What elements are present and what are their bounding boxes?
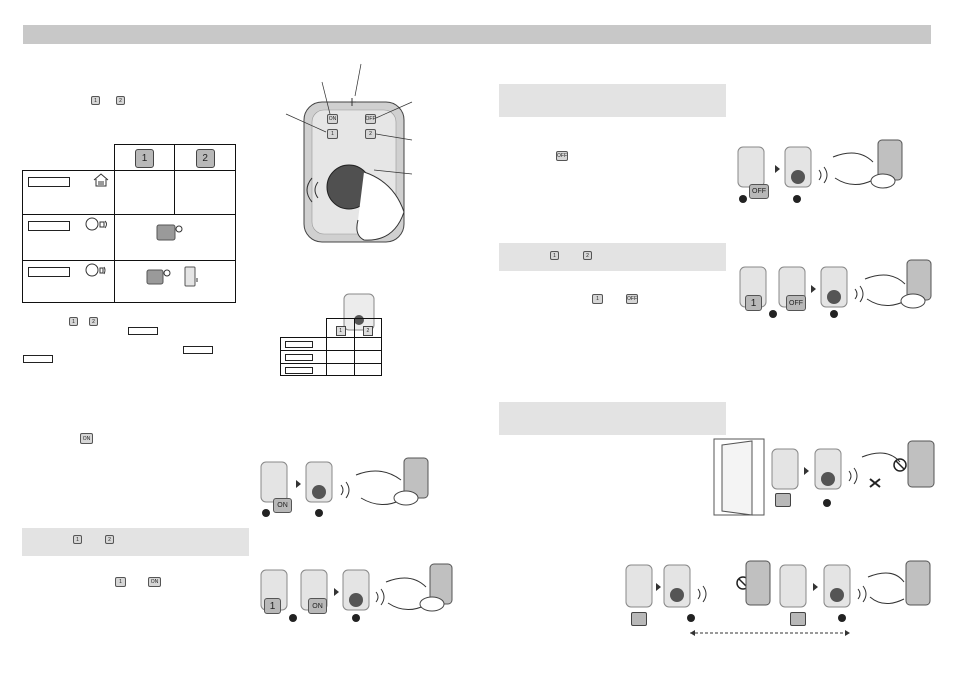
- step-dot-c2: [793, 195, 801, 203]
- step-dot-a2: [315, 509, 323, 517]
- section-band-left: [22, 528, 249, 556]
- key-on-inline: ON: [80, 433, 93, 444]
- key-2-note: 2: [89, 317, 98, 326]
- header-bar: [23, 25, 931, 44]
- table-row-1-label: [22, 170, 115, 215]
- key-on-step: ON: [148, 577, 161, 587]
- repeat-step-key-2: [790, 612, 806, 626]
- step-off-key: OFF: [749, 184, 769, 199]
- section-band-right-3: [499, 402, 726, 435]
- repeat-dot-1: [687, 614, 695, 622]
- house-icon: [93, 173, 109, 187]
- key-1-note: 1: [69, 317, 78, 326]
- step-on-key-b: ON: [308, 598, 327, 614]
- section-band-right-1: [499, 84, 726, 117]
- repeat-sequence-illustration: [625, 560, 931, 636]
- mini-mode-box-3: [285, 367, 313, 374]
- step-dot-d1: [769, 310, 777, 318]
- remote-on-button: ON: [327, 114, 338, 124]
- key-1-inline-right: 1: [592, 294, 603, 304]
- key-2-inline: 2: [116, 96, 125, 105]
- door-step-dot: [823, 499, 831, 507]
- sequence-off-illustration: [737, 139, 903, 189]
- key-off-inline-right: OFF: [626, 294, 638, 304]
- step-dot-b1: [289, 614, 297, 622]
- step-on-key: ON: [273, 498, 292, 513]
- step-1-key: 1: [264, 598, 281, 614]
- mode-box-note-1: [128, 327, 158, 335]
- remote-illustration: [285, 63, 413, 243]
- sos-siren-small-icon: [85, 263, 106, 277]
- mini-table: 1 2: [279, 318, 383, 376]
- step-dot-c1: [739, 195, 747, 203]
- zone-table: 1 2: [22, 144, 237, 303]
- section-band-right-2: [499, 243, 726, 271]
- mode-box-2: [28, 221, 70, 231]
- key-1-step: 1: [115, 577, 126, 587]
- table-key-2: 2: [195, 148, 215, 168]
- door-sequence-illustration: [713, 438, 935, 516]
- step-off-key-c: OFF: [786, 295, 806, 311]
- band-key-1: 1: [73, 535, 82, 544]
- mini-mode-box-1: [285, 341, 313, 348]
- remote-1-button: 1: [327, 129, 338, 139]
- step-dot-d2: [830, 310, 838, 318]
- step-dot-a1: [262, 509, 270, 517]
- sequence-1-off-illustration: [739, 259, 932, 309]
- band-right-key-2: 2: [583, 251, 592, 260]
- table-row-2-label: [22, 214, 115, 261]
- mini-mode-box-2: [285, 354, 313, 361]
- table-key-1: 1: [135, 148, 155, 168]
- band-key-2: 2: [105, 535, 114, 544]
- mode-box-note-3: [23, 355, 53, 363]
- mode-box-1: [28, 177, 70, 187]
- repeat-dot-2: [838, 614, 846, 622]
- key-off-inline: OFF: [556, 151, 568, 161]
- mini-table-key-2: 2: [362, 326, 373, 336]
- door-step-key: [775, 493, 791, 507]
- indoor-siren-icon: [156, 224, 183, 241]
- remote-2-button: 2: [365, 129, 376, 139]
- remote-off-button: OFF: [365, 114, 376, 124]
- mode-box-3: [28, 267, 70, 277]
- step-dot-b2: [352, 614, 360, 622]
- mode-box-note-2: [183, 346, 213, 354]
- mini-table-key-1: 1: [335, 326, 346, 336]
- sequence-on-illustration: [260, 457, 429, 506]
- key-1-inline: 1: [91, 96, 100, 105]
- sirens-pair-icon: [146, 266, 198, 287]
- band-right-key-1: 1: [550, 251, 559, 260]
- table-row-3-label: [22, 260, 115, 303]
- sos-siren-icon: [85, 217, 107, 231]
- repeat-step-key-1: [631, 612, 647, 626]
- step-1-key-c: 1: [745, 295, 762, 311]
